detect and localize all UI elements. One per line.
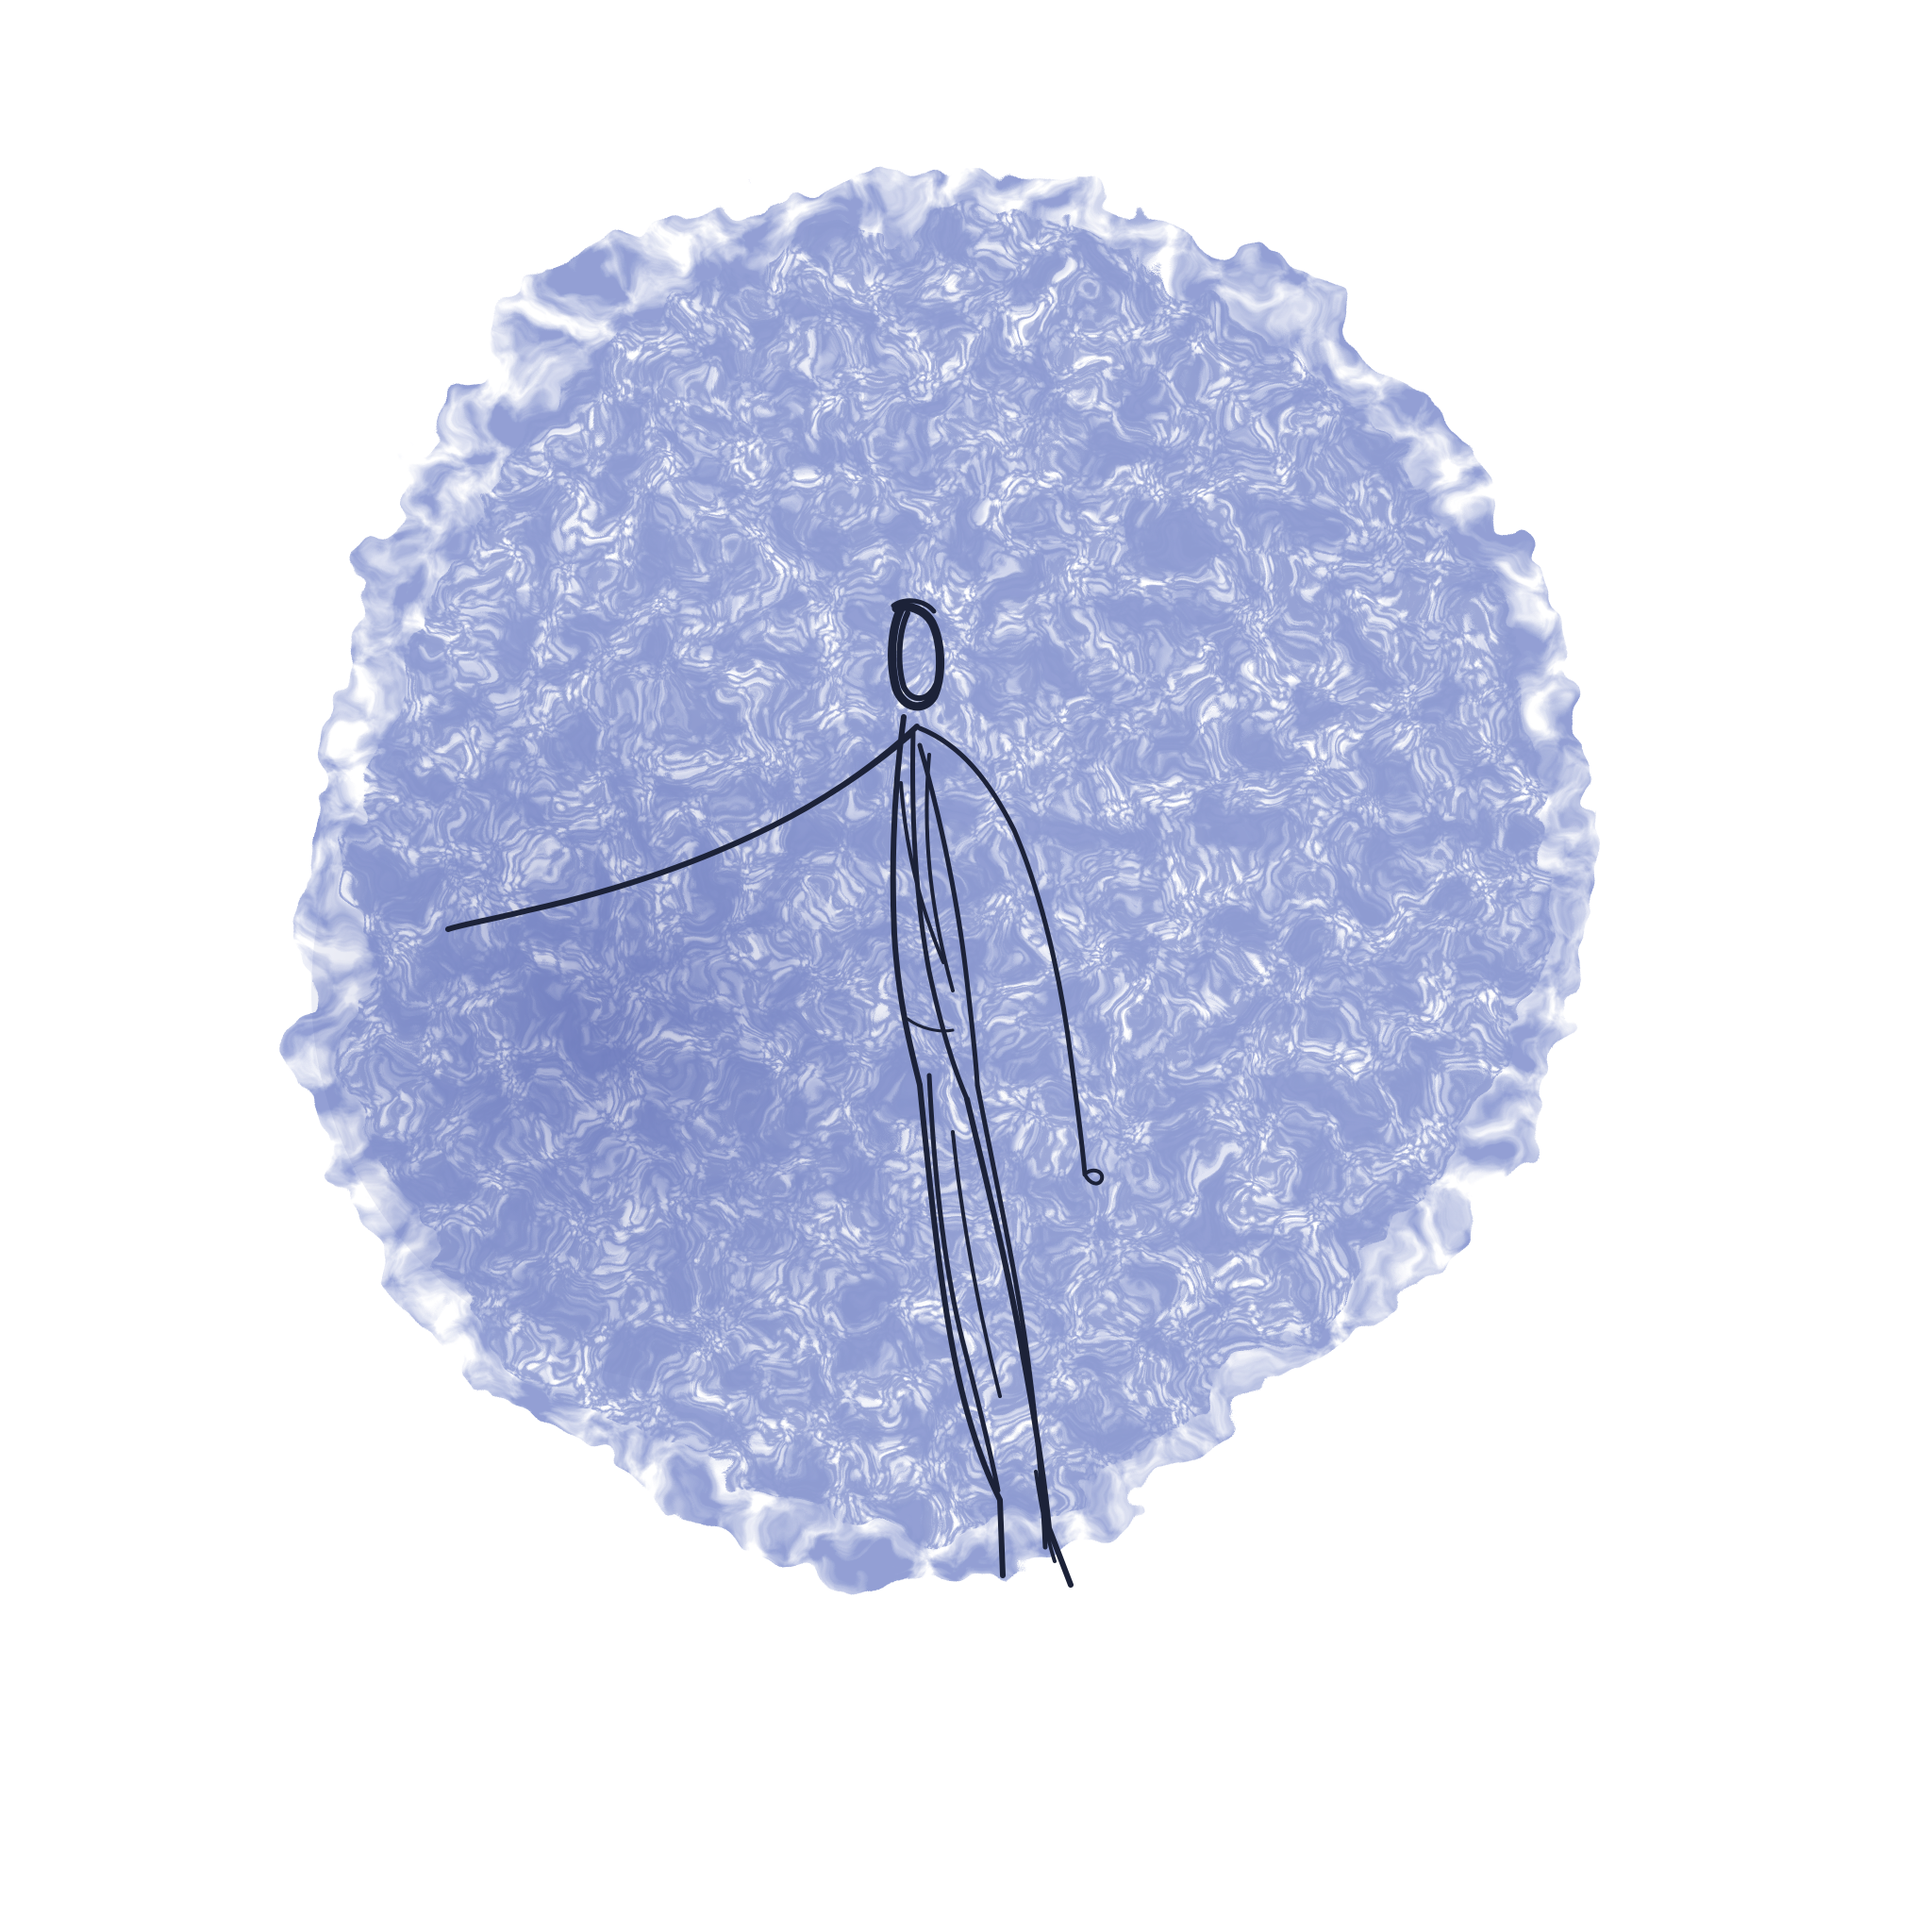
figure-head (888, 598, 944, 711)
sketched-figure (445, 598, 1105, 1588)
blue-cloud-texture (300, 173, 1597, 1589)
figure-body (890, 714, 980, 1102)
figure-arm-left (445, 724, 920, 932)
figure-legs (917, 1073, 1074, 1588)
figure-arm-right (917, 725, 1088, 1177)
